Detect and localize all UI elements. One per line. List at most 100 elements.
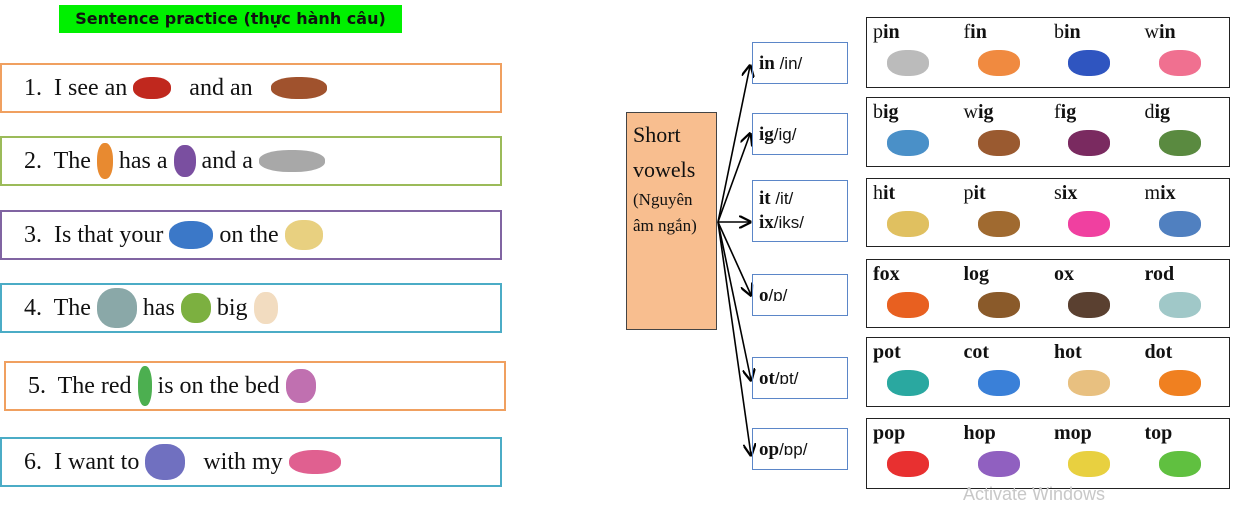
word-card: mop [1048, 419, 1139, 488]
windows-watermark: Activate Windows [963, 484, 1106, 504]
word-card: cot [958, 338, 1049, 406]
word-rime: ig [1060, 101, 1077, 123]
word-onset: m [1144, 182, 1161, 204]
word-label: fox [873, 263, 958, 286]
jam-picture-icon [173, 145, 196, 177]
sentence-text: 2. The [24, 147, 91, 174]
bed-picture-icon [285, 369, 316, 403]
word-rime: pop [873, 422, 906, 444]
phoneme-line: in /in/ [759, 52, 841, 76]
word-card: top [1139, 419, 1230, 488]
sentence-text: is on the bed [157, 372, 280, 399]
phoneme-ipa: /ig/ [773, 125, 797, 144]
word-label: dot [1145, 341, 1230, 364]
sentence-text: with my [191, 448, 283, 475]
kiss-picture-icon [145, 444, 186, 480]
phoneme-ipa: /ɒ/ [768, 286, 788, 305]
pen-picture-icon [137, 366, 152, 406]
word-card: fig [1048, 98, 1139, 166]
phoneme-spelling: it [759, 188, 771, 209]
phoneme-ipa: /iks/ [773, 213, 805, 232]
short-vowels-box: Short vowels (Nguyên âm ngắn) [626, 112, 717, 330]
word-onset: s [1054, 182, 1062, 204]
word-card: hit [867, 179, 958, 246]
ix-picture-icon [1158, 211, 1201, 237]
in-picture-icon [1158, 50, 1201, 76]
mop-picture-icon [1068, 451, 1110, 477]
word-onset: p [963, 182, 974, 204]
word-card: hot [1048, 338, 1139, 406]
word-card: mix [1139, 179, 1230, 246]
sentence-text: and an [177, 74, 265, 101]
word-card: ox [1048, 260, 1139, 327]
log-picture-icon [977, 292, 1020, 318]
phoneme-ipa: /ɒt/ [774, 369, 799, 388]
phoneme-spelling: ix [759, 212, 774, 233]
sentence-text: 6. I want to [24, 448, 140, 475]
ig-picture-icon [1158, 130, 1201, 156]
phoneme-spelling: ig [759, 124, 774, 145]
sentence-text: has a [118, 147, 168, 174]
word-rime: hot [1054, 341, 1082, 363]
word-rime: in [970, 21, 987, 43]
core-sub2: âm ngắn) [633, 216, 697, 235]
word-row: pot cot hot dot [866, 337, 1230, 407]
word-card: log [958, 260, 1049, 327]
phoneme-line: o/ɒ/ [759, 284, 841, 308]
word-card: bin [1048, 18, 1139, 87]
arrow-in [717, 66, 750, 223]
word-onset: b [873, 101, 883, 123]
word-onset: p [873, 21, 883, 43]
word-rime: cot [963, 341, 990, 363]
word-card: pot [867, 338, 958, 406]
word-label: top [1145, 422, 1230, 445]
ig-picture-icon [977, 130, 1020, 156]
core-sub1: (Nguyên [633, 190, 693, 209]
word-card: hop [958, 419, 1049, 488]
phoneme-spelling: ot [759, 368, 775, 389]
in-picture-icon [887, 50, 929, 76]
word-rime: dot [1144, 341, 1173, 363]
word-rime: in [1158, 21, 1176, 43]
egg-picture-icon [253, 292, 278, 324]
word-rime: ox [1054, 263, 1074, 285]
cot-picture-icon [977, 370, 1020, 396]
sentence-text: 4. The [24, 294, 91, 321]
arrow-o [717, 221, 751, 295]
word-onset: b [1054, 21, 1064, 43]
word-rime: ig [1154, 101, 1171, 123]
phoneme-box: in /in/ [752, 42, 848, 84]
word-rime: pot [873, 341, 901, 363]
rod-picture-icon [1158, 292, 1201, 318]
word-label: six [1054, 182, 1139, 205]
phoneme-box: o/ɒ/ [752, 274, 848, 316]
word-label: big [873, 101, 958, 124]
ig-picture-icon [887, 130, 929, 156]
phoneme-line: ot/ɒt/ [759, 367, 841, 391]
word-onset: d [1144, 101, 1155, 123]
dot-picture-icon [1158, 370, 1201, 396]
phoneme-line: ig/ig/ [759, 123, 841, 147]
phoneme-box: it /it/ix/iks/ [752, 180, 848, 242]
word-onset: w [963, 101, 978, 123]
word-rime: ix [1160, 182, 1176, 204]
ix-picture-icon [1068, 211, 1110, 237]
vet-picture-icon [96, 288, 137, 328]
pot-picture-icon [887, 370, 929, 396]
word-card: win [1139, 18, 1230, 87]
word-label: rod [1145, 263, 1230, 286]
map-picture-icon [284, 220, 323, 250]
phoneme-spelling: o [759, 285, 769, 306]
sentence-text: 1. I see an [24, 74, 128, 101]
word-label: hit [873, 182, 958, 205]
word-label: win [1145, 21, 1230, 44]
axe-picture-icon [270, 77, 327, 99]
word-onset: h [873, 182, 883, 204]
word-label: mix [1145, 182, 1230, 205]
ant-picture-icon [133, 77, 172, 99]
word-label: hot [1054, 341, 1139, 364]
phoneme-ipa: /ɒp/ [779, 440, 808, 459]
